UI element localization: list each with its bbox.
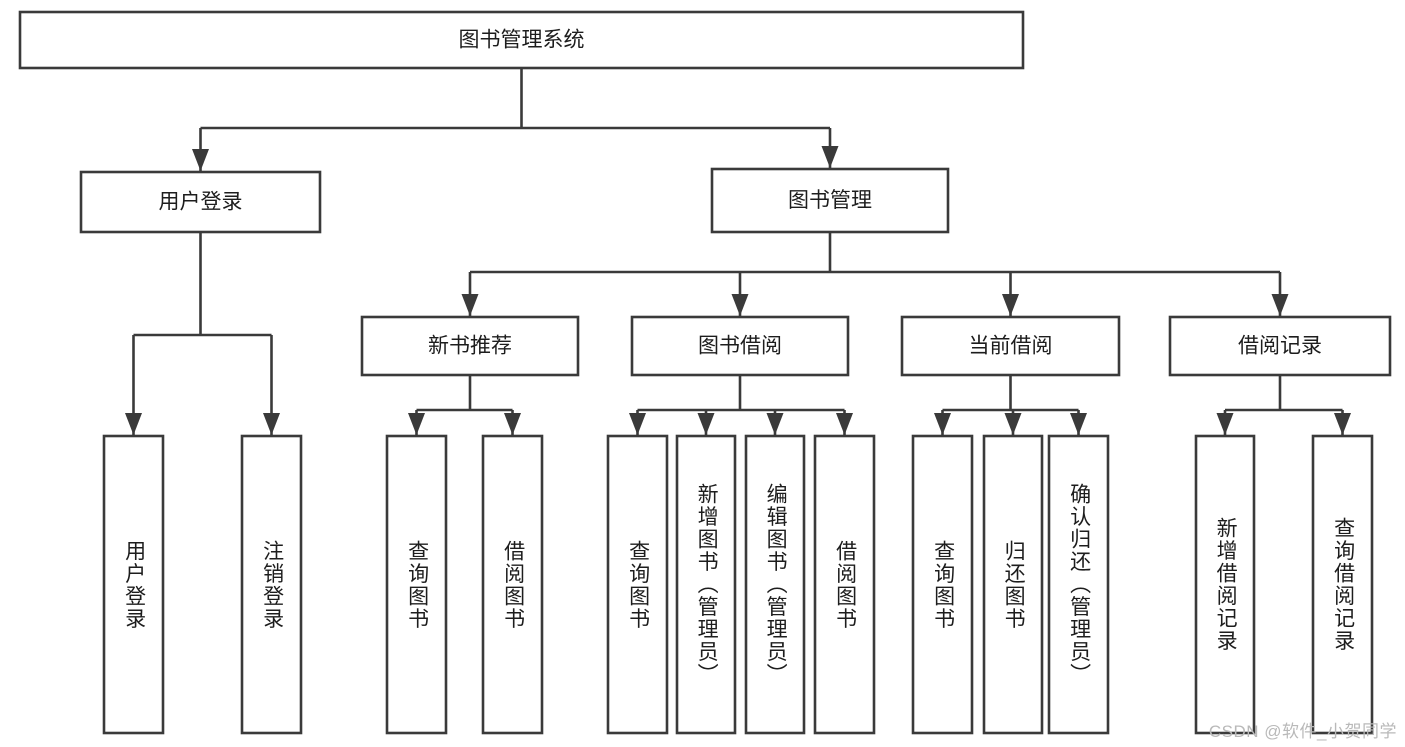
node-box-leaf-query-book-current[interactable] <box>911 434 974 735</box>
arrow-head-icon <box>263 413 280 435</box>
arrow-head-icon <box>731 294 749 316</box>
arrow-head-icon <box>504 413 521 435</box>
node-box-leaf-user-logout[interactable] <box>240 434 303 735</box>
node-box-leaf-query-record[interactable] <box>1311 434 1374 735</box>
arrow-head-icon <box>934 413 951 435</box>
arrow-head-icon <box>1271 294 1289 316</box>
node-box-leaf-borrow-book[interactable] <box>813 434 876 735</box>
arrow-head-icon <box>836 413 853 435</box>
arrow-head-icon <box>125 413 142 435</box>
node-box-current-borrow[interactable] <box>900 315 1121 377</box>
arrow-head-icon <box>1070 413 1087 435</box>
node-label-borrow-record: 借阅记录 <box>1238 335 1322 358</box>
arrow-head-icon <box>821 146 839 168</box>
node-label-user-login: 用户登录 <box>159 191 243 214</box>
node-label-book-manage: 图书管理 <box>788 189 872 212</box>
arrow-head-icon <box>629 413 646 435</box>
arrow-head-icon <box>766 413 784 435</box>
arrow-head-icon <box>1002 294 1019 316</box>
node-box-root[interactable] <box>18 10 1025 70</box>
arrow-head-icon <box>1004 413 1022 435</box>
node-box-new-book-rec[interactable] <box>360 315 580 377</box>
node-box-leaf-edit-book[interactable] <box>744 434 806 735</box>
arrow-head-icon <box>1334 413 1351 435</box>
node-label-book-borrow: 图书借阅 <box>698 335 782 358</box>
arrow-head-icon <box>1216 413 1234 435</box>
node-box-leaf-confirm-return[interactable] <box>1047 434 1110 735</box>
node-box-leaf-borrow-book-rec[interactable] <box>481 434 544 735</box>
arrow-head-icon <box>192 149 209 171</box>
node-box-leaf-query-book-rec[interactable] <box>385 434 448 735</box>
node-box-leaf-add-book[interactable] <box>675 434 737 735</box>
node-box-leaf-add-record[interactable] <box>1194 434 1256 735</box>
node-box-leaf-query-book-borrow[interactable] <box>606 434 669 735</box>
arrow-head-icon <box>697 413 715 435</box>
node-label-current-borrow: 当前借阅 <box>969 335 1053 358</box>
node-box-leaf-user-login[interactable] <box>102 434 165 735</box>
node-box-book-manage[interactable] <box>710 167 950 234</box>
node-box-leaf-return-book[interactable] <box>982 434 1044 735</box>
node-box-book-borrow[interactable] <box>630 315 850 377</box>
node-box-layer <box>18 10 1392 735</box>
node-box-borrow-record[interactable] <box>1168 315 1392 377</box>
connector-layer <box>125 68 1351 435</box>
watermark: CSDN @软件_小贺同学 <box>1208 722 1397 741</box>
arrow-head-icon <box>461 294 479 316</box>
node-label-root: 图书管理系统 <box>459 29 585 52</box>
node-label-new-book-rec: 新书推荐 <box>428 335 512 358</box>
arrow-head-icon <box>408 413 425 435</box>
node-box-user-login[interactable] <box>79 170 322 234</box>
